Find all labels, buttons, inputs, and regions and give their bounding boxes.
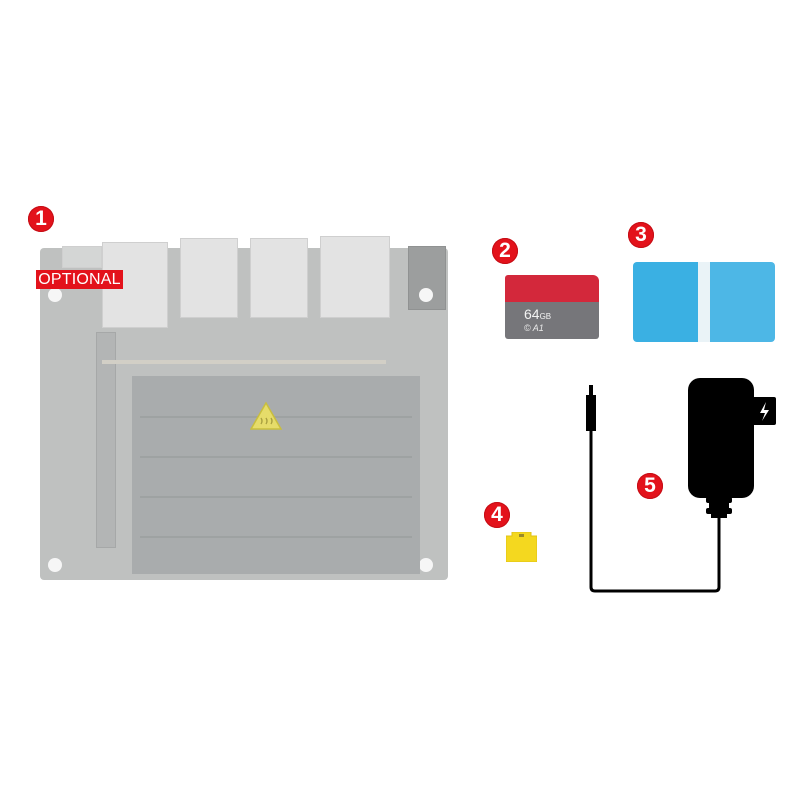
sd-capacity: 64GB — [524, 306, 552, 322]
hot-surface-warning-icon — [250, 402, 282, 430]
mount-hole — [419, 288, 433, 302]
card-reader — [633, 262, 775, 342]
item-number-badge-1: 1 — [28, 206, 54, 232]
hdmi-displayport — [320, 236, 390, 318]
power-adapter — [586, 378, 776, 593]
module-connector — [102, 360, 386, 364]
usb-port-2 — [250, 238, 308, 318]
mount-hole — [48, 288, 62, 302]
sd-class-marks: © A1 — [524, 323, 544, 333]
optional-label: OPTIONAL — [36, 270, 123, 289]
usb-port-1 — [180, 238, 238, 318]
mount-hole — [48, 558, 62, 572]
development-board — [40, 236, 448, 580]
mount-hole — [419, 558, 433, 572]
jumper-cap — [506, 532, 537, 562]
item-number-badge-3: 3 — [628, 222, 654, 248]
item-number-badge-4: 4 — [484, 502, 510, 528]
microsd-card: 64GB © A1 — [505, 275, 599, 339]
gpio-header — [96, 332, 116, 548]
item-number-badge-2: 2 — [492, 238, 518, 264]
heatsink — [132, 376, 420, 574]
lightning-bolt-icon — [760, 402, 769, 421]
micro-usb-port — [62, 246, 102, 268]
item-number-badge-5: 5 — [637, 473, 663, 499]
